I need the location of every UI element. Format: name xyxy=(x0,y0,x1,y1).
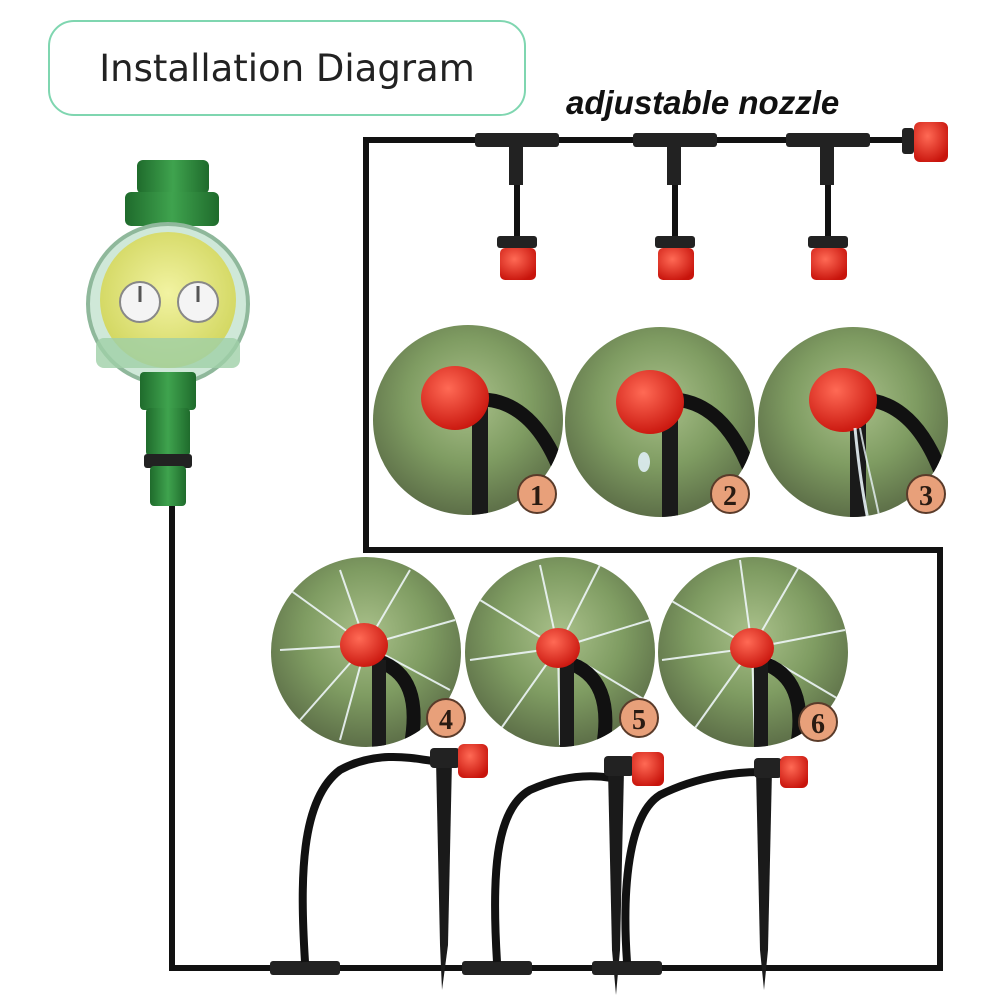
tee-fitting xyxy=(786,133,870,280)
title-box: Installation Diagram xyxy=(48,20,526,116)
badge-number: 6 xyxy=(811,709,825,740)
stake-assembly-1 xyxy=(270,744,488,990)
number-badge-6: 6 xyxy=(798,702,838,742)
red-nozzle-icon xyxy=(658,248,694,280)
number-badge-4: 4 xyxy=(426,698,466,738)
number-badge-5: 5 xyxy=(619,698,659,738)
end-nozzle xyxy=(902,122,948,162)
badge-number: 3 xyxy=(919,481,933,512)
feed-tube xyxy=(169,137,943,971)
badge-number: 1 xyxy=(530,481,544,512)
red-nozzle-icon xyxy=(811,248,847,280)
number-badge-1: 1 xyxy=(517,474,557,514)
photo-circle-1 xyxy=(373,325,563,515)
red-nozzle-icon xyxy=(458,744,488,778)
photo-circle-2 xyxy=(565,327,755,517)
stake-assembly-3 xyxy=(592,756,808,990)
title-text: Installation Diagram xyxy=(99,46,475,90)
tee-fitting xyxy=(633,133,717,280)
photo-circle-3 xyxy=(758,327,948,517)
top-nozzle-row xyxy=(475,122,948,280)
tee-fitting xyxy=(475,133,559,280)
stake-assembly-2 xyxy=(462,752,664,995)
number-badge-3: 3 xyxy=(906,474,946,514)
badge-number: 2 xyxy=(723,481,737,512)
badge-number: 5 xyxy=(632,705,646,736)
water-drop-icon xyxy=(638,452,650,472)
main-tubing xyxy=(169,137,943,971)
red-nozzle-icon xyxy=(780,756,808,788)
red-nozzle-icon xyxy=(632,752,664,786)
water-timer xyxy=(86,160,250,506)
red-nozzle-icon xyxy=(914,122,948,162)
red-nozzle-icon xyxy=(500,248,536,280)
photo-circle-4 xyxy=(271,557,461,747)
number-badge-2: 2 xyxy=(710,474,750,514)
nozzle-label: adjustable nozzle xyxy=(566,84,840,121)
badge-number: 4 xyxy=(439,705,453,736)
